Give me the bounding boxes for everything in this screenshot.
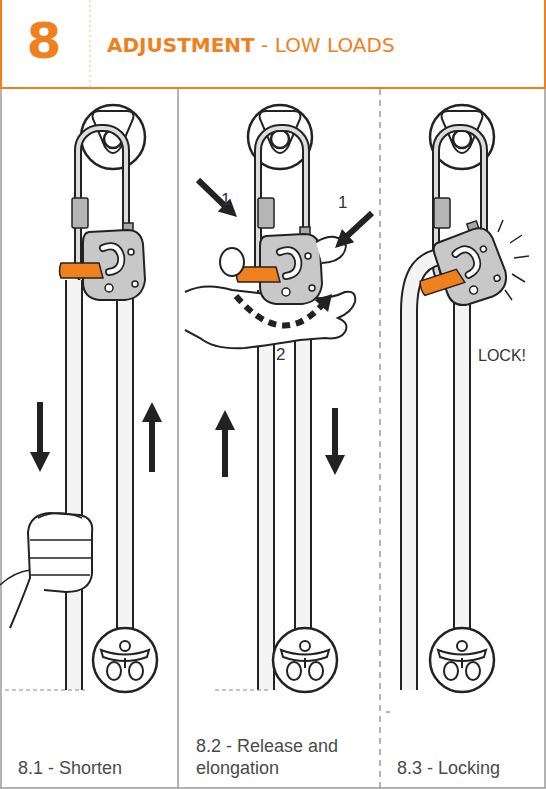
tick-mark bbox=[386, 712, 390, 713]
carabiner-sleeve bbox=[72, 198, 88, 228]
callout-number: 1 bbox=[338, 193, 347, 213]
panel-1-art bbox=[0, 105, 162, 692]
panel-border bbox=[544, 89, 546, 788]
arrow-head bbox=[215, 410, 235, 430]
direction-arrow bbox=[37, 402, 43, 455]
arrow-head bbox=[335, 229, 354, 248]
direction-arrow bbox=[149, 420, 155, 472]
anchor-symbol bbox=[81, 105, 145, 169]
panel-border bbox=[0, 787, 546, 789]
panel-divider bbox=[379, 89, 381, 788]
rope-outline bbox=[453, 290, 471, 630]
step-panel: 8.3 - Locking bbox=[380, 89, 546, 789]
step-number: 8 bbox=[18, 16, 70, 66]
press-arrow bbox=[346, 213, 372, 237]
step-panel: 8.2 - Release and elongation bbox=[178, 89, 380, 789]
direction-arrow bbox=[332, 408, 338, 458]
callout-number: 1 bbox=[221, 190, 230, 210]
ground-line bbox=[215, 690, 270, 691]
arrow-head bbox=[142, 402, 162, 422]
arrow-head bbox=[315, 294, 332, 312]
carabiner-sleeve bbox=[258, 198, 274, 228]
header-border bbox=[544, 0, 546, 88]
carabiner-sleeve bbox=[434, 198, 450, 228]
ground-line bbox=[5, 690, 85, 691]
step-panel: 8.1 - Shorten bbox=[0, 89, 178, 789]
rope bbox=[455, 290, 469, 630]
rope-outline bbox=[409, 256, 450, 690]
harness-symbol bbox=[93, 628, 157, 692]
harness-symbol bbox=[273, 628, 337, 692]
rope-outline bbox=[65, 280, 83, 690]
descender-device bbox=[60, 223, 146, 300]
rope-outline bbox=[116, 280, 134, 630]
callout-number: 2 bbox=[276, 345, 285, 365]
step-caption: 8.2 - Release and elongation bbox=[196, 735, 361, 779]
lock-label: LOCK! bbox=[478, 346, 526, 366]
title-rest: - LOW LOADS bbox=[255, 33, 395, 57]
step-caption: 8.1 - Shorten bbox=[18, 757, 173, 779]
rope bbox=[118, 280, 132, 630]
thumb-line bbox=[0, 513, 82, 585]
thumb bbox=[220, 248, 244, 276]
header-divider bbox=[90, 0, 91, 88]
rope bbox=[259, 290, 273, 690]
header-border bbox=[0, 0, 2, 88]
impact-lines bbox=[498, 220, 529, 300]
panel-2-art bbox=[185, 105, 372, 692]
arrow-head bbox=[325, 455, 345, 475]
panel-divider bbox=[177, 89, 179, 788]
descender-device bbox=[237, 227, 323, 304]
rotate-arrow bbox=[236, 296, 322, 325]
arrow-head bbox=[30, 452, 50, 472]
finger-lines bbox=[30, 540, 92, 575]
panel-border bbox=[0, 89, 2, 788]
locked-device bbox=[406, 217, 511, 317]
header-border bbox=[0, 87, 546, 89]
rope bbox=[409, 256, 450, 690]
step-caption: 8.3 - Locking bbox=[397, 757, 542, 779]
rope bbox=[67, 280, 81, 690]
descender-device bbox=[406, 217, 511, 317]
rope-outline bbox=[257, 290, 275, 690]
hand bbox=[10, 513, 92, 628]
title-text: ADJUSTMENT - LOW LOADS bbox=[107, 33, 395, 57]
panel-3-art bbox=[386, 105, 529, 712]
direction-arrow bbox=[222, 428, 228, 477]
harness-symbol bbox=[430, 628, 494, 692]
title-strong: ADJUSTMENT bbox=[107, 33, 255, 57]
